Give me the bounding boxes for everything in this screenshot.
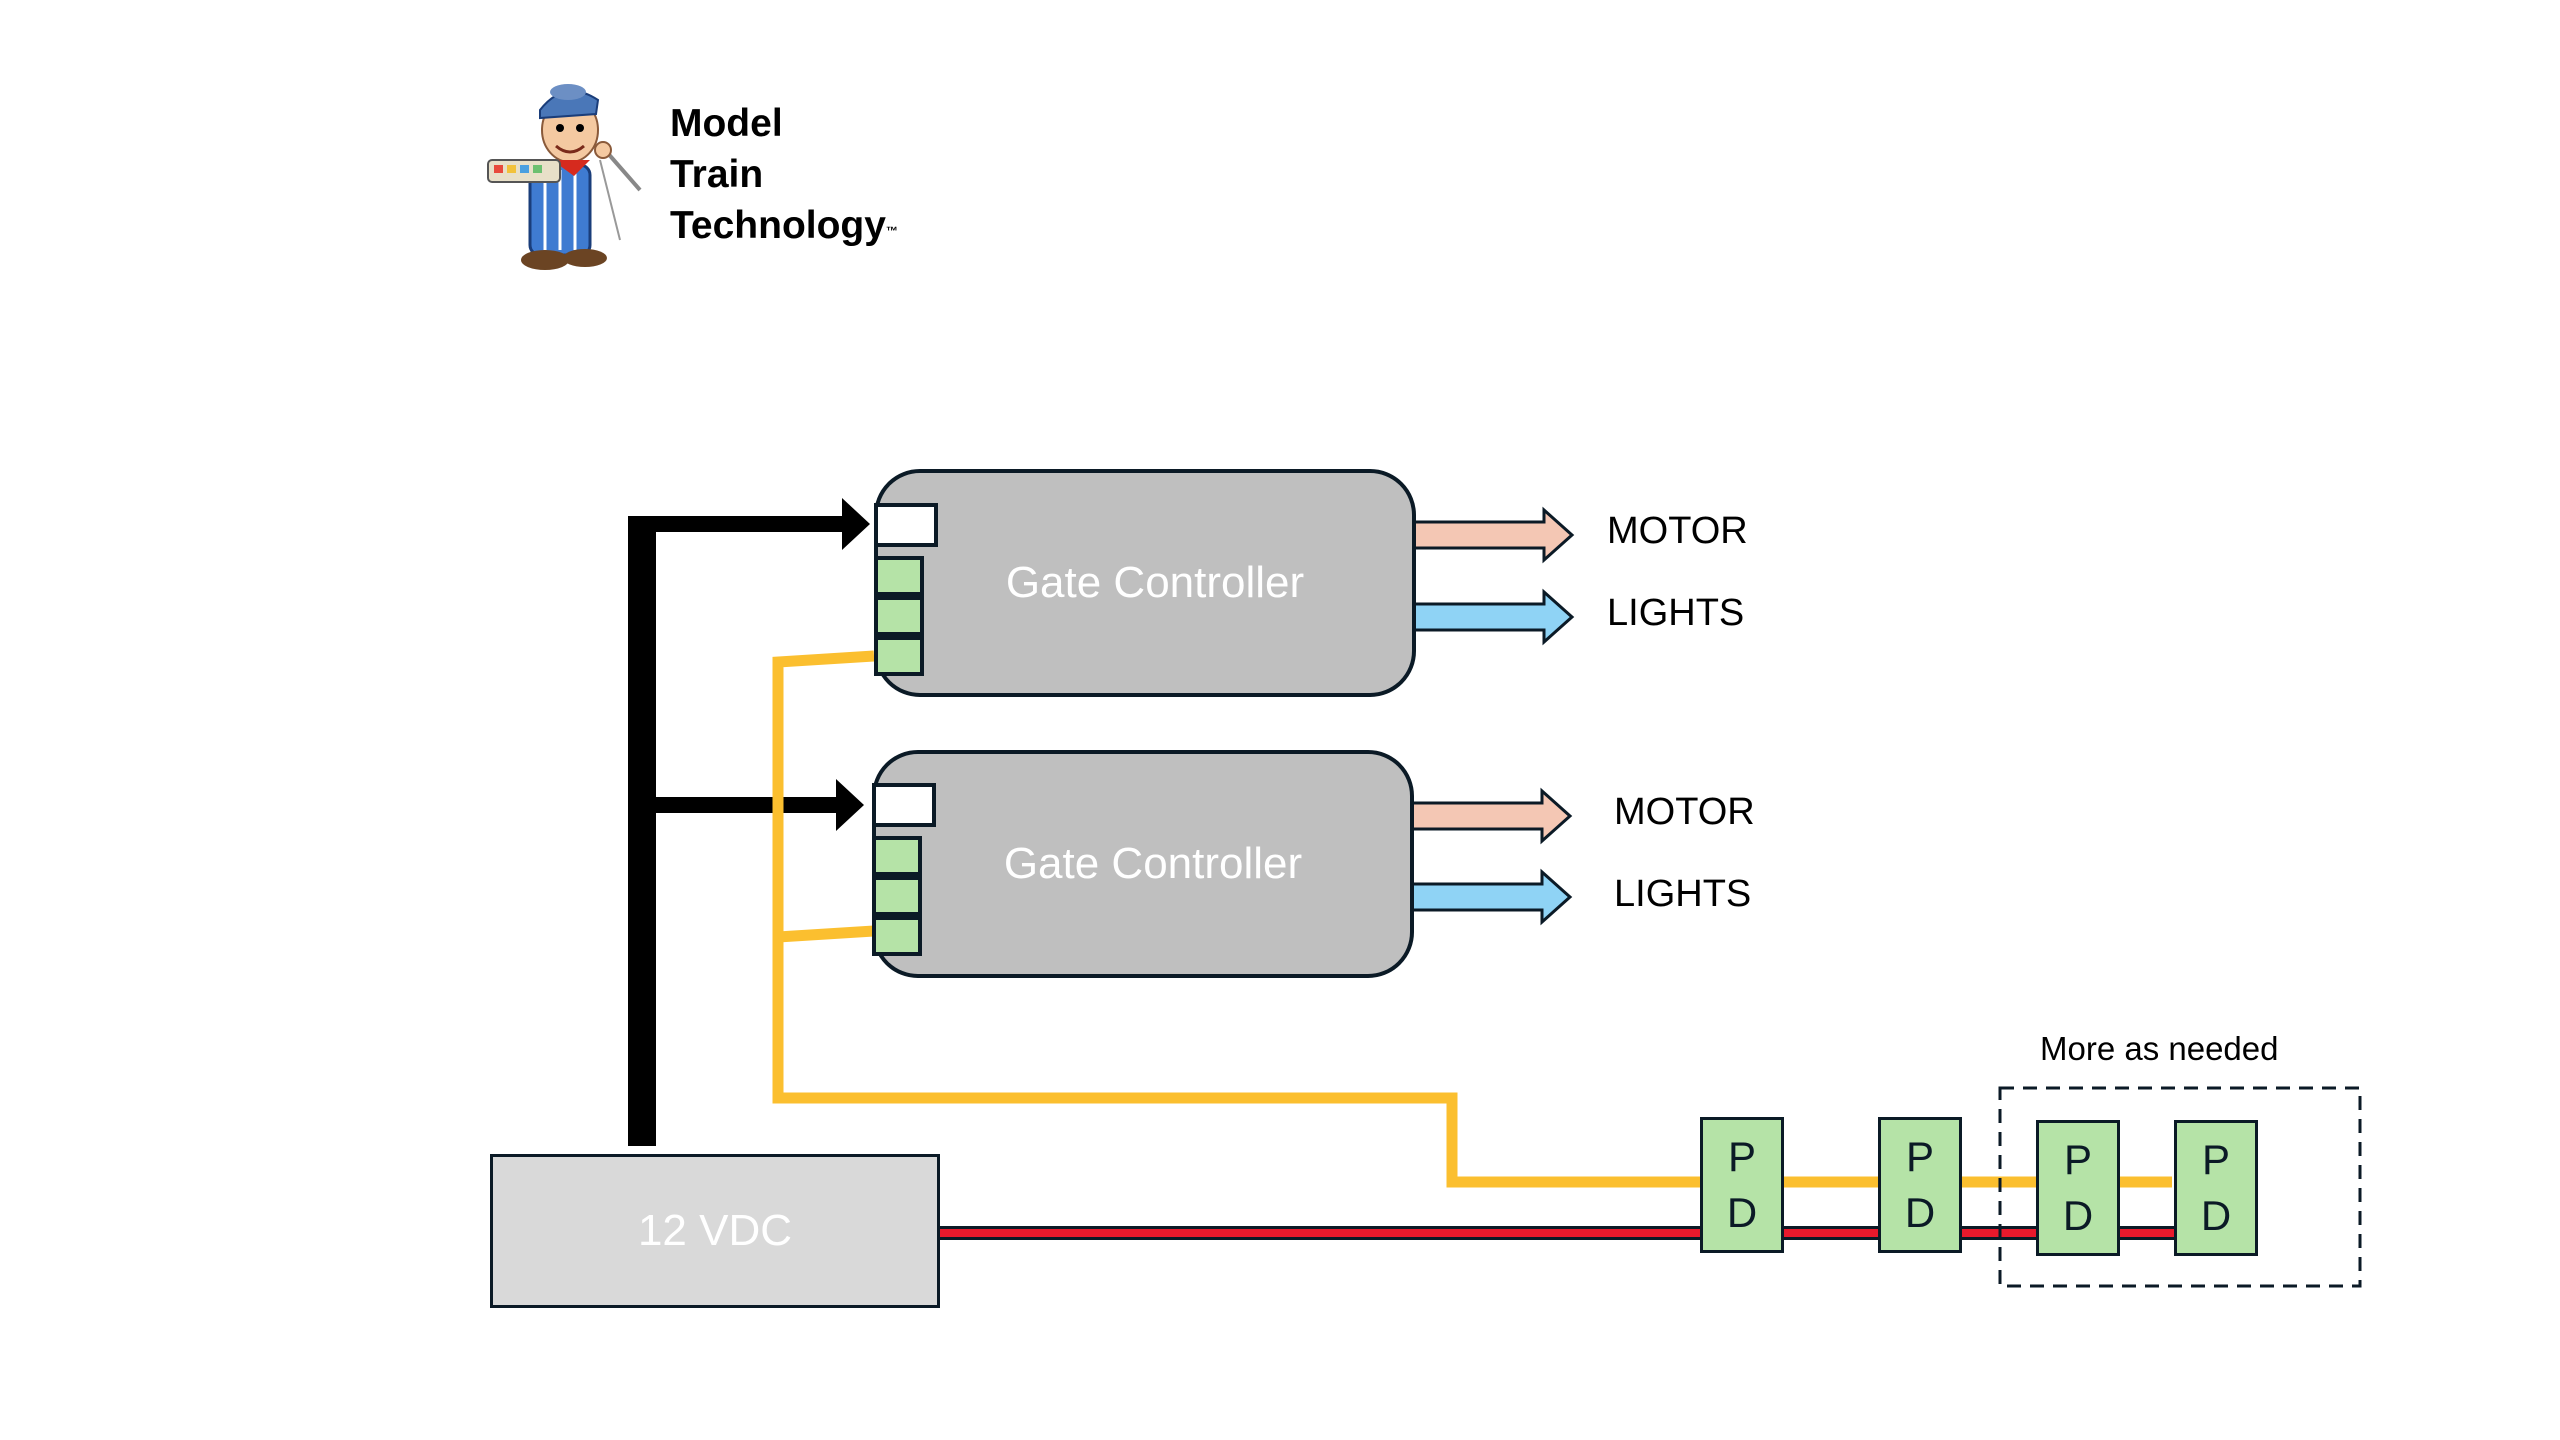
- power-bus-vertical: [628, 516, 656, 1146]
- motor-label-2: MOTOR: [1614, 791, 1755, 833]
- photo-detector-3: P D: [2036, 1120, 2120, 1256]
- motor-arrow-1: [1408, 506, 1575, 564]
- gate-controller-1-input-port-2: [874, 596, 924, 636]
- power-supply: 12 VDC: [490, 1154, 940, 1308]
- gate-controller-2-label: Gate Controller: [1003, 839, 1303, 888]
- photo-detector-1: P D: [1700, 1117, 1784, 1253]
- gate-controller-1-input-port-1: [874, 556, 924, 596]
- pd-1-letter-p: P: [1727, 1133, 1756, 1180]
- pd-3-letter-p: P: [2063, 1136, 2092, 1183]
- trademark-symbol: ™: [885, 224, 898, 238]
- gate-controller-2-power-port: [872, 783, 936, 827]
- motor-arrow-2: [1406, 787, 1573, 845]
- photo-detector-4: P D: [2174, 1120, 2258, 1256]
- power-bus-upper-branch: [628, 516, 842, 532]
- photo-detector-2: P D: [1878, 1117, 1962, 1253]
- pd-4-letter-d: D: [2200, 1192, 2232, 1239]
- power-bus: [628, 498, 870, 1146]
- pd-2-letter-d: D: [1904, 1189, 1936, 1236]
- gate-controller-2-input-port-1: [872, 836, 922, 876]
- pd-3-letter-d: D: [2062, 1192, 2094, 1239]
- mascot-logo: [487, 84, 642, 270]
- gate-controller-2: Gate Controller: [872, 750, 1414, 978]
- gate-controller-1: Gate Controller: [874, 469, 1416, 697]
- brand-line-2: Train: [670, 153, 764, 196]
- power-supply-label: 12 VDC: [637, 1206, 793, 1255]
- more-as-needed-label: More as needed: [2040, 1030, 2279, 1067]
- pd-2-letter-p: P: [1905, 1133, 1934, 1180]
- more-as-needed-boundary: [1998, 1086, 2362, 1288]
- motor-label-1: MOTOR: [1607, 510, 1748, 552]
- gate-controller-1-power-port: [874, 503, 938, 547]
- power-line: [936, 1226, 2222, 1240]
- gate-controller-1-label: Gate Controller: [1005, 558, 1305, 607]
- lights-label-2: LIGHTS: [1614, 873, 1752, 915]
- brand-line-3: Technology: [670, 204, 886, 247]
- controller-1-outputs: [1408, 506, 1575, 646]
- lights-arrow-2: [1406, 868, 1573, 926]
- power-arrow-lower: [836, 779, 864, 831]
- gate-controller-1-input-port-3: [874, 636, 924, 676]
- signal-bus: [772, 650, 2172, 1188]
- lights-label-1: LIGHTS: [1607, 592, 1745, 634]
- signal-wire-main: [772, 650, 2172, 1188]
- brand-line-1: Model: [670, 102, 783, 145]
- gate-controller-2-input-port-2: [872, 876, 922, 916]
- power-arrow-upper: [842, 498, 870, 550]
- pd-1-letter-d: D: [1726, 1189, 1758, 1236]
- power-bus-lower-branch: [656, 797, 836, 813]
- brand-logo-text: Model Train Technology™: [670, 98, 898, 251]
- pd-4-letter-p: P: [2201, 1136, 2230, 1183]
- lights-arrow-1: [1408, 588, 1575, 646]
- gate-controller-2-input-port-3: [872, 916, 922, 956]
- signal-wire-branch-lower: [777, 925, 875, 943]
- controller-2-outputs: [1406, 787, 1573, 926]
